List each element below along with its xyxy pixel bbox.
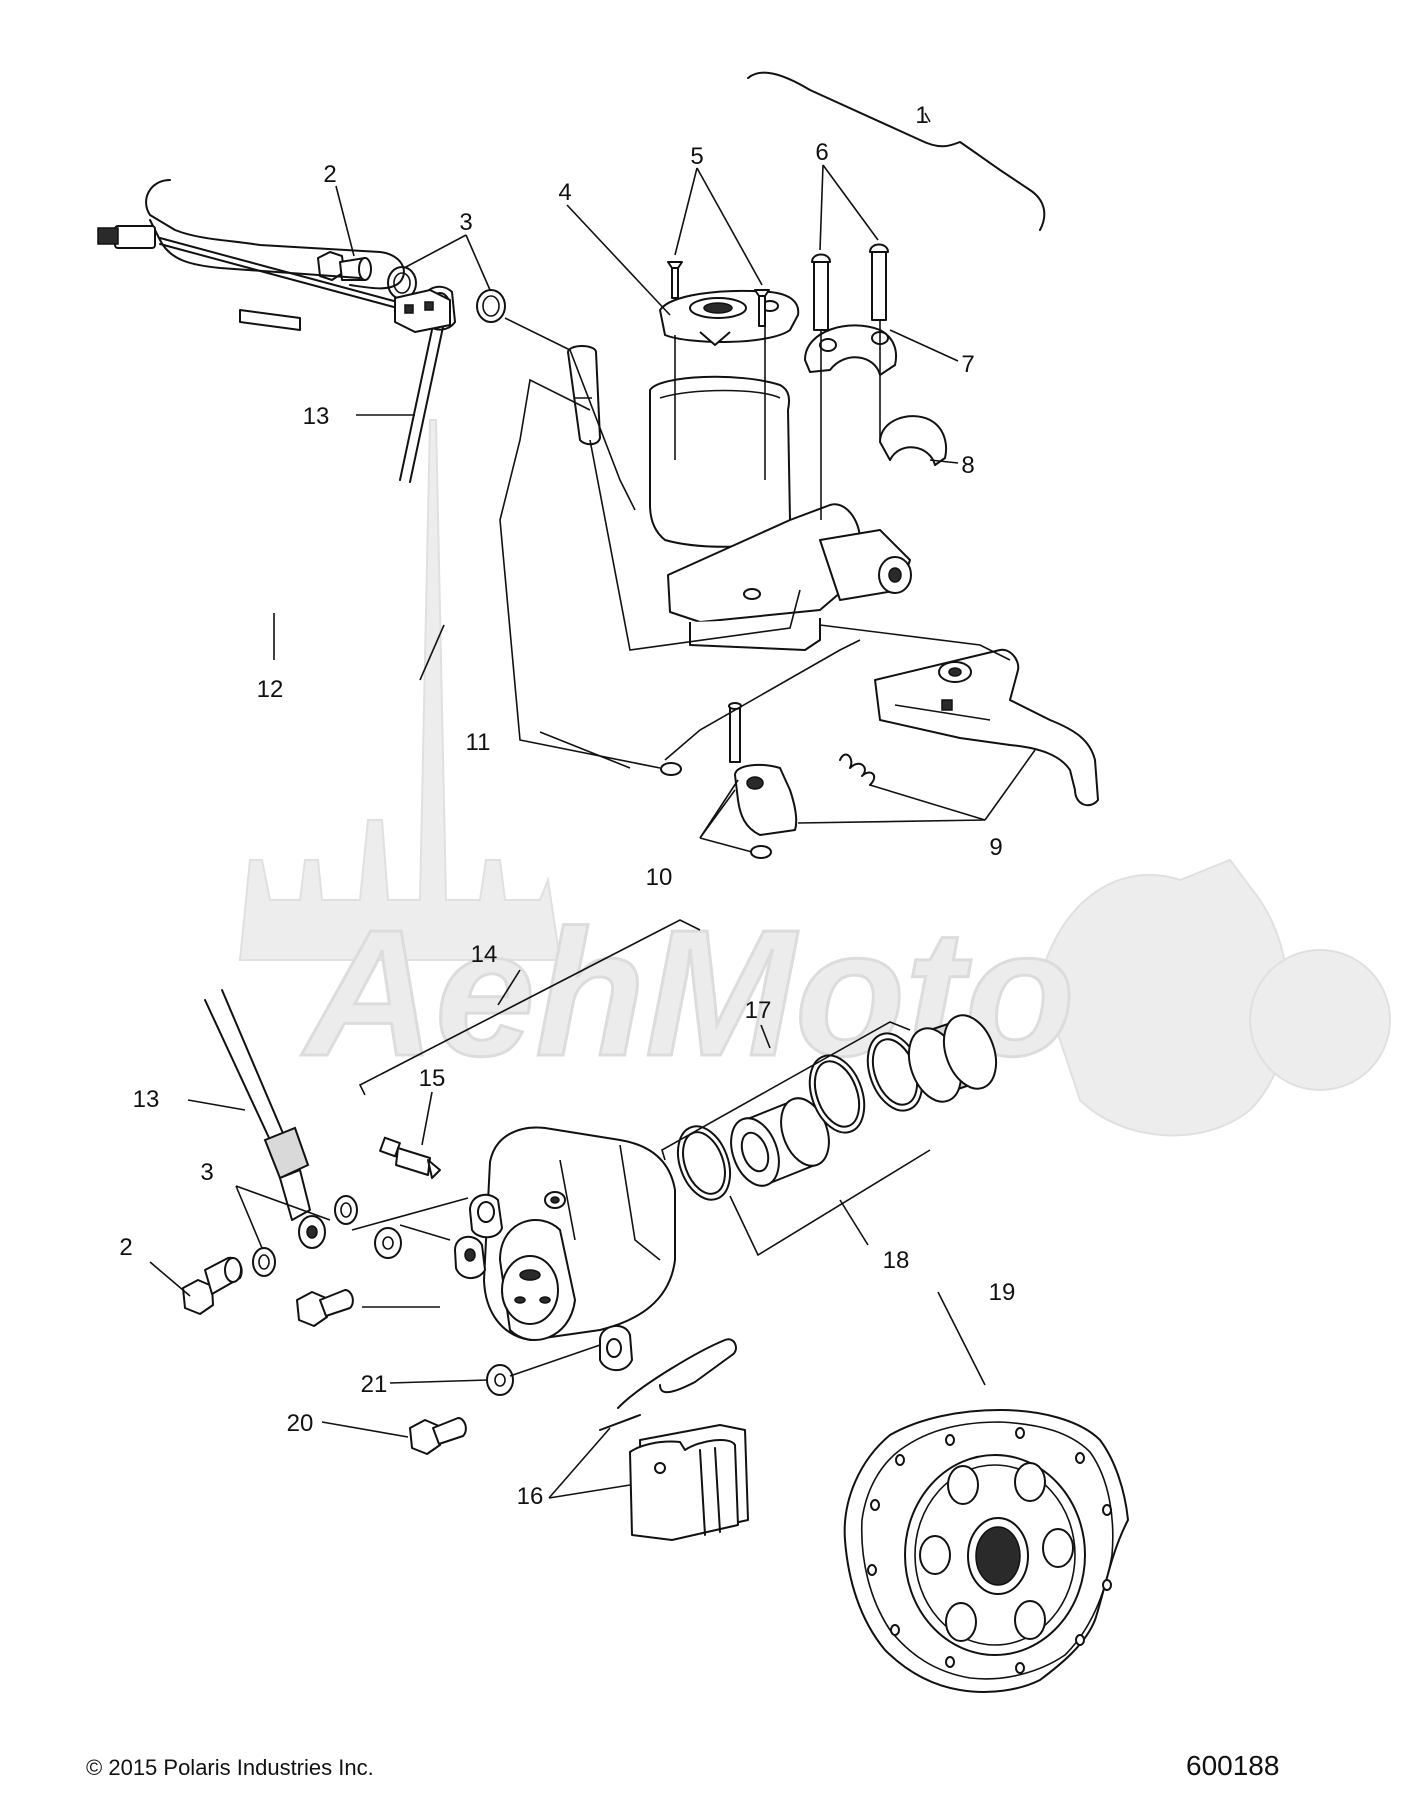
callout-3-bottom: 3 [200,1159,213,1186]
brake-lever [874,648,1099,807]
callout-15: 15 [419,1065,446,1092]
callout-20: 20 [287,1410,314,1437]
lever-pin [728,702,742,763]
piston-seals [676,1014,998,1201]
callout-17: 17 [745,997,772,1024]
clamp-bolts [811,243,889,331]
callout-12: 12 [257,676,284,703]
callout-14: 14 [471,941,498,968]
pad-spring-pin [599,1338,737,1431]
leader-lines-bottom [149,1021,986,1438]
copyright-text: 2015 Polaris Industries Inc. [108,1755,374,1780]
assembly-14-bracket [358,919,701,1096]
switch-adjuster [734,763,798,836]
brake-line-bottom [204,989,326,1249]
callout-2-bottom: 2 [119,1234,132,1261]
callout-11: 11 [466,729,491,756]
brake-switch-harness [97,179,451,333]
callout-13-bottom: 13 [133,1086,160,1113]
callout-labels: 1 2 3 4 5 6 7 8 9 10 11 12 13 14 13 15 1… [119,102,1015,1510]
banjo-bolt-top [317,251,372,281]
callout-9: 9 [989,834,1002,861]
handlebar-clamp [804,324,898,376]
callout-1: 1 [915,102,928,129]
brake-disc [843,1409,1129,1693]
pivot-pin [567,345,601,446]
callout-8: 8 [961,452,974,479]
callout-13-top: 13 [303,403,330,430]
master-cylinder-body [649,375,948,651]
callout-19: 19 [989,1279,1016,1306]
cover-screws [667,261,770,327]
diagram-number: 600188 [1186,1750,1280,1781]
crush-washers-bottom [252,1195,358,1277]
caliper-washers [374,1227,514,1396]
caliper-bolt-upper [296,1289,354,1327]
callout-18: 18 [883,1247,910,1274]
callout-16: 16 [517,1483,544,1510]
bleeder-valve [379,1136,441,1179]
callout-6: 6 [815,139,828,166]
assembly-1-bracket [747,71,1046,231]
caliper-body [454,1126,676,1372]
lever-spring [839,753,876,786]
callout-10: 10 [646,864,673,891]
copyright-notice: © 2015 Polaris Industries Inc. [86,1755,374,1781]
callout-7: 7 [961,351,974,378]
callout-3-top: 3 [459,209,472,236]
callout-2-top: 2 [323,161,336,188]
brake-pads [548,1424,749,1541]
reservoir-cover [659,289,800,346]
leader-lines-top [273,112,1036,853]
caliper-bolt-lower [409,1417,467,1455]
banjo-bolt-bottom [182,1256,243,1315]
copyright-symbol: © [86,1755,103,1780]
callout-4: 4 [558,179,571,206]
callout-5: 5 [690,143,703,170]
callout-21: 21 [361,1371,388,1398]
